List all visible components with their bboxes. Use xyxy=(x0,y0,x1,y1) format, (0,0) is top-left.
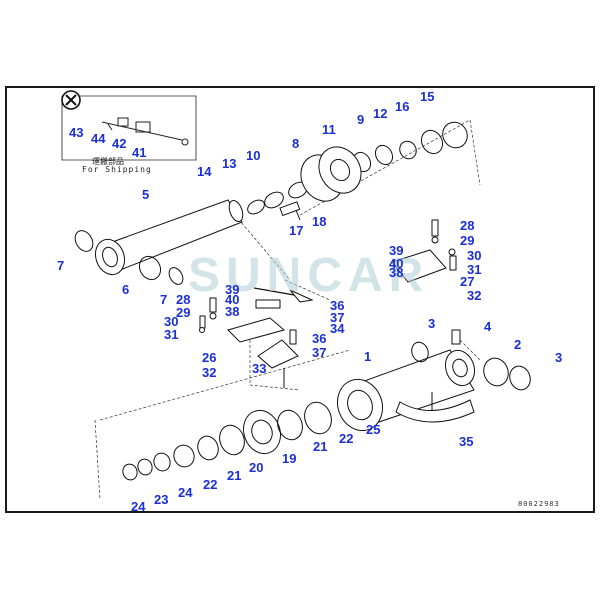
callout-11: 11 xyxy=(322,122,336,137)
callout-29-left: 29 xyxy=(176,305,191,320)
shipping-label-cjk: 運搬部品 xyxy=(92,157,124,166)
callout-17: 17 xyxy=(289,223,304,238)
callout-35: 35 xyxy=(459,434,474,449)
callout-22-left: 22 xyxy=(203,477,218,492)
callout-39-right: 39 xyxy=(389,243,404,258)
callout-2: 2 xyxy=(514,337,522,352)
callout-30-left: 30 xyxy=(164,314,179,329)
callout-32-right: 32 xyxy=(467,288,482,303)
callout-40-right: 40 xyxy=(389,256,404,271)
callout-3-middle: 3 xyxy=(428,316,436,331)
leader-lines xyxy=(94,119,481,501)
callout-28-left: 28 xyxy=(176,292,191,307)
callout-24-right: 24 xyxy=(178,485,193,500)
callout-7-lower: 7 xyxy=(160,292,168,307)
callout-14: 14 xyxy=(197,164,212,179)
callout-22-right: 22 xyxy=(339,431,354,446)
callout-6: 6 xyxy=(122,282,130,297)
callout-10: 10 xyxy=(246,148,261,163)
callout-33: 33 xyxy=(252,361,267,376)
callout-21-left: 21 xyxy=(227,468,242,483)
callout-24-left: 24 xyxy=(131,499,146,514)
callout-26: 26 xyxy=(202,350,217,365)
callout-38-left: 38 xyxy=(225,304,240,319)
callout-42: 42 xyxy=(112,136,127,151)
watermark: SUNCAR xyxy=(188,249,430,302)
callout-40-left: 40 xyxy=(225,292,240,307)
drawing-number: 80022983 xyxy=(518,500,560,508)
cylinder-head xyxy=(300,146,362,202)
callout-37-left: 37 xyxy=(312,345,327,360)
callout-16: 16 xyxy=(395,99,410,114)
callout-43: 43 xyxy=(69,125,84,140)
cylinder-bottom-tube xyxy=(336,329,476,432)
callout-39-left: 39 xyxy=(225,282,240,297)
callout-32-left: 32 xyxy=(202,365,217,380)
callout-23: 23 xyxy=(154,492,169,507)
callout-41: 41 xyxy=(132,145,147,160)
callout-5: 5 xyxy=(142,187,150,202)
callout-18: 18 xyxy=(312,214,327,229)
rings-bottom-right xyxy=(411,341,531,391)
b-markers xyxy=(283,368,433,410)
shipping-inset xyxy=(61,90,197,161)
callout-19: 19 xyxy=(282,451,297,466)
diagram-border xyxy=(5,86,595,513)
callout-1: 1 xyxy=(364,349,372,364)
callout-25: 25 xyxy=(366,422,381,437)
callout-21-right: 21 xyxy=(313,439,328,454)
callout-15: 15 xyxy=(420,89,435,104)
callout-36-right: 36 xyxy=(330,298,345,313)
cylinder-tube xyxy=(94,199,244,276)
callout-38-right: 38 xyxy=(389,265,404,280)
pin-17 xyxy=(279,201,301,221)
clamp-35 xyxy=(395,399,475,423)
callout-36-left: 36 xyxy=(312,331,327,346)
callout-28-right: 28 xyxy=(460,218,475,233)
callout-31-right: 31 xyxy=(467,262,482,277)
bracket-upper-right xyxy=(391,219,457,283)
callout-20: 20 xyxy=(249,460,264,475)
callout-29-right: 29 xyxy=(460,233,475,248)
callout-8: 8 xyxy=(292,136,300,151)
callout-31-left: 31 xyxy=(164,327,179,342)
callout-30-right: 30 xyxy=(467,248,482,263)
callout-37-right: 37 xyxy=(330,310,345,325)
callout-44: 44 xyxy=(91,131,106,146)
callout-34: 34 xyxy=(330,321,345,336)
callout-13: 13 xyxy=(222,156,237,171)
shipping-label: For Shipping xyxy=(82,165,152,174)
callout-7-upper: 7 xyxy=(57,258,65,273)
bolt-group-middle xyxy=(199,287,314,369)
callout-4: 4 xyxy=(484,319,492,334)
piston-rings xyxy=(122,401,332,481)
callout-3-right: 3 xyxy=(555,350,563,365)
callout-9: 9 xyxy=(357,112,365,127)
callout-27: 27 xyxy=(460,274,475,289)
callout-12: 12 xyxy=(373,106,388,121)
